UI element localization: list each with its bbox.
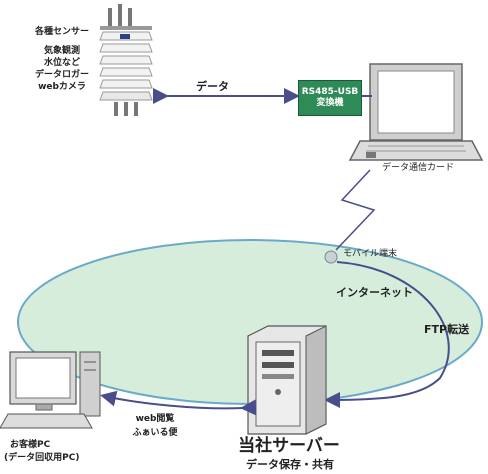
- sensor-line2: 水位など: [43, 58, 80, 68]
- internet-label: インターネット: [336, 286, 413, 299]
- data-link-label: データ: [196, 80, 229, 93]
- sensor-line4: webカメラ: [38, 82, 86, 92]
- client-label-line1: お客様PC: [10, 440, 51, 450]
- server-subtitle: データ保存・共有: [246, 458, 334, 471]
- server-title: 当社サーバー: [238, 436, 340, 456]
- ftp-label: FTP転送: [424, 323, 470, 336]
- sensor-title: 各種センサー: [34, 27, 89, 37]
- client-pc-icon: [0, 351, 101, 429]
- ftp-arrow: [324, 261, 450, 408]
- mobile-terminal-node: [324, 250, 338, 264]
- web-label-line1: web閲覧: [135, 414, 175, 424]
- converter-line1: RS485-USB: [301, 86, 359, 97]
- web-label-line2: ふぁいる便: [132, 428, 178, 438]
- converter-line2: 変換機: [316, 98, 344, 108]
- mobile-terminal-label: モバイル端末: [343, 249, 398, 259]
- client-label-line2: (データ回収用PC): [4, 453, 80, 463]
- web-access-arrow: [100, 390, 257, 416]
- server-icon: [247, 325, 327, 435]
- sensor-line1: 気象観測: [43, 46, 80, 56]
- rs485-converter: RS485-USB 変換機: [298, 80, 362, 116]
- laptop-icon: [348, 63, 484, 161]
- sensor-line3: データロガー: [34, 70, 89, 80]
- data-card-label: データ通信カード: [382, 163, 455, 173]
- sensor-icon: [99, 4, 153, 116]
- wireless-link: [335, 169, 376, 251]
